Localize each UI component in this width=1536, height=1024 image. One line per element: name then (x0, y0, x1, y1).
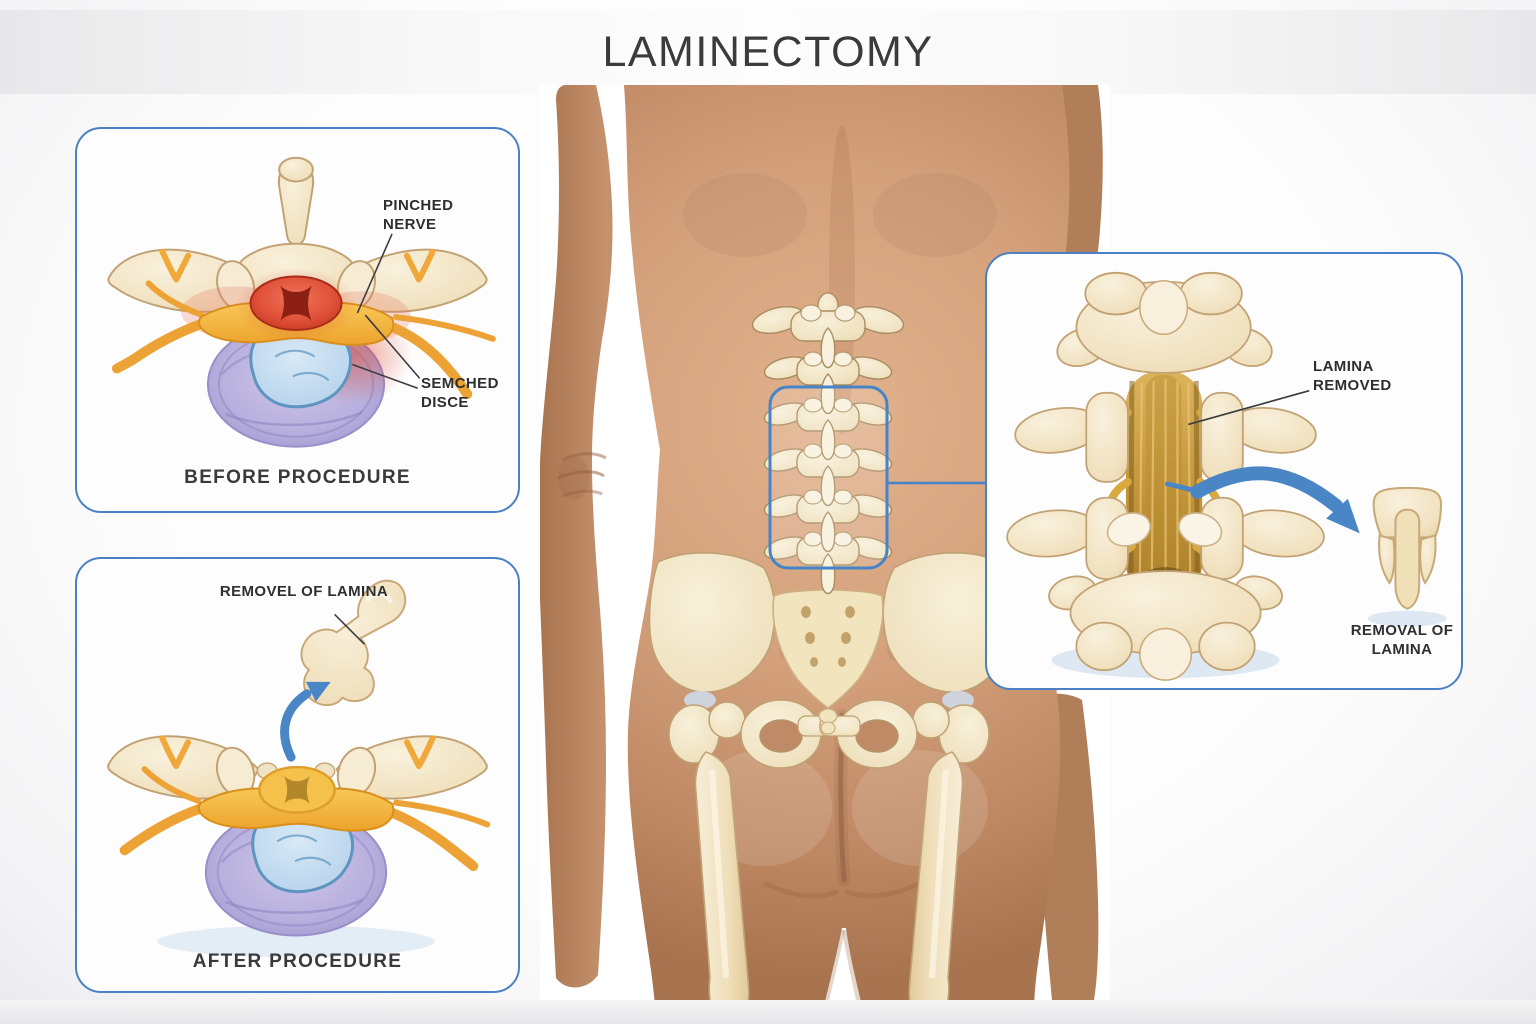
leader-lines (352, 233, 421, 390)
herniated-disc (206, 305, 413, 448)
after-procedure-caption: AFTER PROCEDURE (192, 951, 403, 972)
before-procedure-panel: PINCHED NERVE SEMCHED DISCE BEFORE PROCE… (75, 127, 520, 513)
extraction-arrow-icon (1165, 466, 1360, 534)
herniated-disc-label: SEMCHED DISCE (421, 375, 499, 411)
lamina-removed-label: LAMINA REMOVED (1313, 358, 1392, 394)
bottom-margin-strip (0, 1000, 1536, 1024)
ground-shadow (157, 925, 435, 958)
posterior-view-panel: LAMINA REMOVED REMOVAL OF LAMINA (985, 252, 1463, 690)
title-band: LAMINECTOMY (0, 10, 1536, 94)
removed-lamina-piece (300, 579, 407, 707)
posterior-vertebrae (1006, 271, 1325, 681)
spinal-cord-x-after (284, 775, 310, 804)
removed-lamina-piece (1372, 486, 1442, 610)
leader-line (1188, 389, 1310, 426)
removal-of-lamina-caption: REMOVAL OF LAMINA (1350, 622, 1454, 658)
after-illustration (107, 579, 491, 958)
left-arm (540, 85, 613, 988)
vertebra-axial-after (107, 735, 488, 800)
lift-arrow-icon (280, 681, 331, 762)
spinal-cord-x (280, 285, 312, 321)
before-illustration (107, 156, 496, 448)
leader-line (334, 613, 365, 645)
patient-back-illustration (540, 85, 1110, 1000)
after-procedure-panel: REMOVEL OF LAMINA AFTER PROCEDURE (75, 557, 520, 993)
pinched-nerve-label: PINCHED NERVE (383, 197, 454, 233)
posterior-illustration (1006, 271, 1447, 681)
sacrum (772, 589, 884, 735)
femur-highlight (709, 769, 729, 979)
inflamed-cord (234, 267, 358, 343)
before-procedure-caption: BEFORE PROCEDURE (184, 467, 411, 488)
page-title: LAMINECTOMY (602, 27, 934, 76)
spine-overlay (648, 292, 1010, 1000)
lumbar-highlight-box (768, 385, 889, 570)
removal-of-lamina-label: REMOVEL OF LAMINA (219, 583, 389, 600)
lumbar-vertebrae (751, 292, 905, 595)
nerve-band-after (119, 735, 491, 872)
